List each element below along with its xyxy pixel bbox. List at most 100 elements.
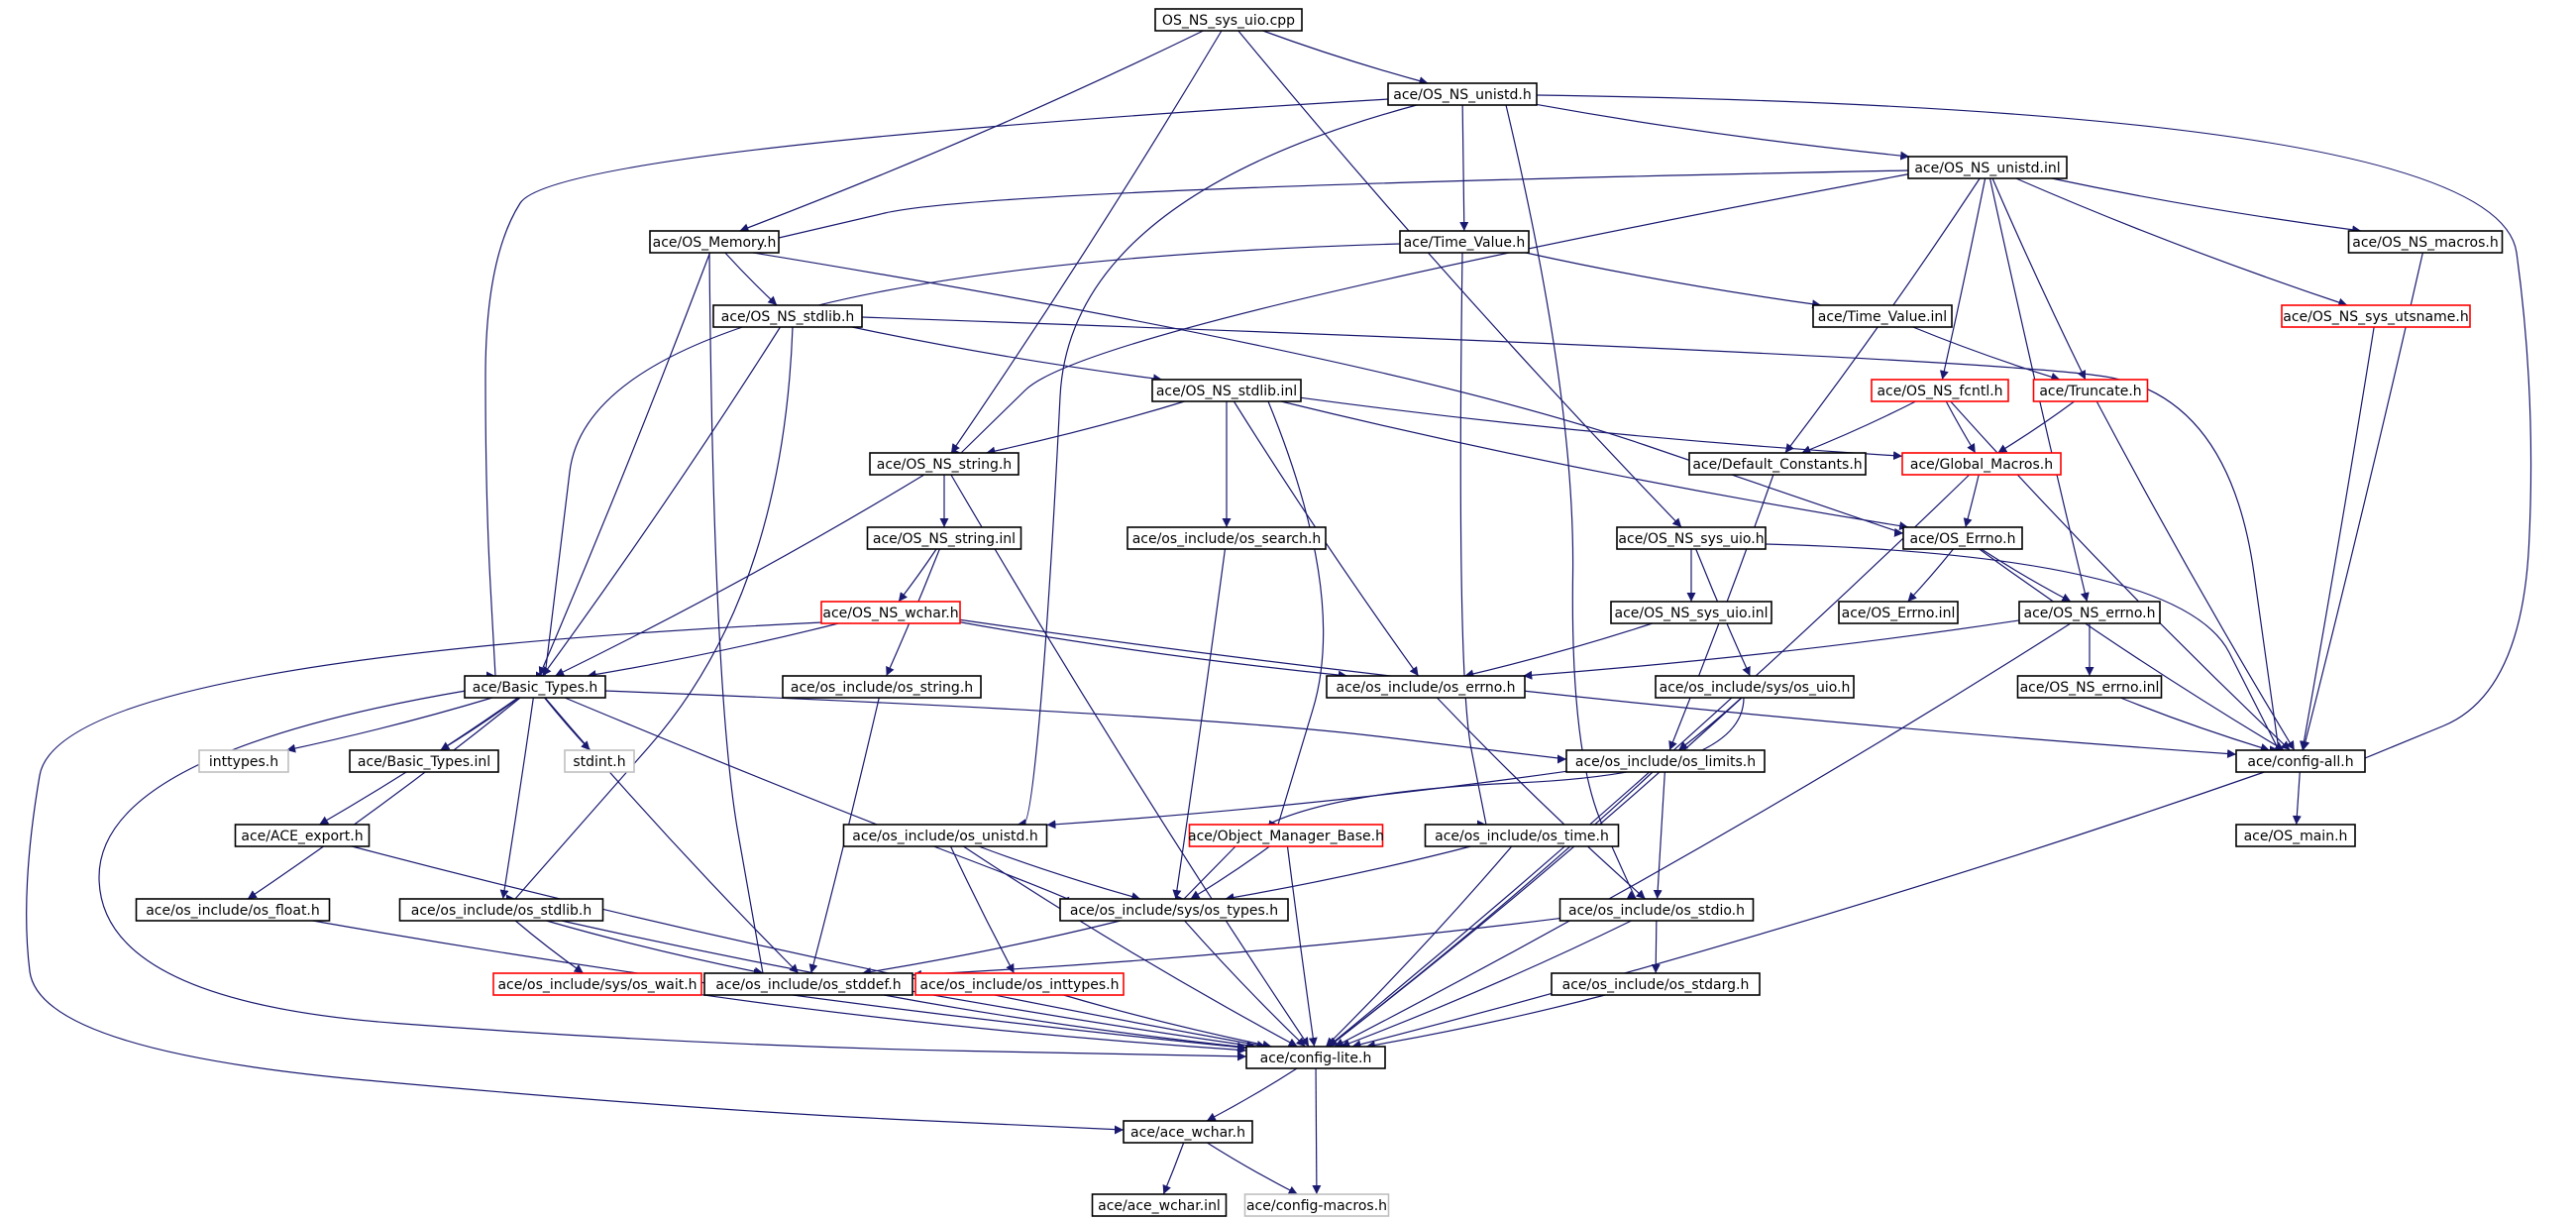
node-label: ace/OS_NS_errno.inl (2020, 680, 2160, 696)
edge-ace_wchar_h-to-config_macros_h (1206, 1142, 1298, 1195)
edge-sys_os_uio_h-to-sys_os_types_h (1183, 697, 1745, 900)
node-ns-errno-h[interactable]: ace/OS_NS_errno.h (2018, 601, 2161, 624)
node-config-all-h[interactable]: ace/config-all.h (2235, 749, 2366, 773)
node-os-time-h[interactable]: ace/os_include/os_time.h (1424, 824, 1620, 847)
node-os-inttypes-h[interactable]: ace/os_include/os_inttypes.h (914, 972, 1125, 996)
edge-stdlib_h-to-os_stdlib_h (514, 326, 794, 900)
node-os-errno-h[interactable]: ace/os_include/os_errno.h (1326, 675, 1526, 699)
node-config-macros-h[interactable]: ace/config-macros.h (1243, 1193, 1390, 1217)
node-basic-types-h[interactable]: ace/Basic_Types.h (464, 675, 606, 699)
node-os-search-h[interactable]: ace/os_include/os_search.h (1127, 526, 1327, 550)
node-box (1907, 156, 2068, 179)
node-unistd-h[interactable]: ace/OS_NS_unistd.h (1387, 82, 1538, 106)
node-stdint-h[interactable]: stdint.h (564, 749, 635, 773)
node-memory-h[interactable]: ace/OS_Memory.h (649, 230, 780, 254)
node-box (1565, 749, 1766, 773)
edge-os_stdlib_h-to-os_stddef_h (546, 920, 764, 976)
node-os-stddef-h[interactable]: ace/os_include/os_stddef.h (703, 972, 913, 996)
node-box (712, 304, 863, 328)
node-box (1871, 379, 2009, 402)
edge-stdlib_h-to-basic_types_h (542, 326, 782, 677)
node-string-inl[interactable]: ace/OS_NS_string.inl (866, 526, 1022, 550)
node-ace-wchar-inl[interactable]: ace/ace_wchar.inl (1091, 1193, 1228, 1217)
node-label: ace/OS_NS_wchar.h (822, 606, 958, 621)
node-inttypes-h[interactable]: inttypes.h (198, 749, 289, 773)
node-truncate-h[interactable]: ace/Truncate.h (2032, 379, 2149, 402)
node-os-float-h[interactable]: ace/os_include/os_float.h (135, 898, 331, 922)
node-root[interactable]: OS_NS_sys_uio.cpp (1154, 8, 1303, 32)
edge-sys_os_types_h-to-config_lite_h (1184, 920, 1306, 1048)
node-label: ace/os_include/os_float.h (146, 903, 320, 919)
edge-memory_h-to-stdlib_h (724, 252, 778, 306)
node-box (1616, 526, 1767, 550)
node-label: ace/Object_Manager_Base.h (1188, 829, 1384, 844)
node-ace-export-h[interactable]: ace/ACE_export.h (234, 824, 371, 847)
edge-sys_os_uio_h-to-os_limits_h (1677, 697, 1743, 751)
node-os-stdarg-h[interactable]: ace/os_include/os_stdarg.h (1551, 972, 1761, 996)
node-box (135, 898, 331, 922)
node-sys-os-wait-h[interactable]: ace/os_include/sys/os_wait.h (492, 972, 702, 996)
node-utsname-h[interactable]: ace/OS_NS_sys_utsname.h (2281, 304, 2471, 328)
nodes-layer: OS_NS_sys_uio.cpp ace/OS_NS_unistd.h ace/O… (135, 8, 2504, 1217)
node-string-h[interactable]: ace/OS_NS_string.h (869, 452, 1020, 476)
edge-time_value_h-to-time_value_inl (1525, 252, 1822, 309)
node-os-string-h[interactable]: ace/os_include/os_string.h (782, 675, 982, 699)
node-label: ace/OS_Errno.h (1910, 531, 2016, 547)
edge-os_limits_h-to-os_stdio_h (1653, 771, 1665, 900)
edge-unistd_h-to-time_value_h (1459, 104, 1469, 232)
node-box (1326, 675, 1526, 699)
node-global-macros-h[interactable]: ace/Global_Macros.h (1901, 452, 2062, 476)
edge-os_stdio_h-to-config_lite_h (1341, 920, 1632, 1048)
node-default-constants-h[interactable]: ace/Default_Constants.h (1688, 452, 1867, 476)
node-sys-uio-inl[interactable]: ace/OS_NS_sys_uio.inl (1610, 601, 1772, 624)
edge-stdlib_h-to-stdlib_inl (851, 326, 1163, 384)
node-time-value-h[interactable]: ace/Time_Value.h (1399, 230, 1530, 254)
node-box (914, 972, 1125, 996)
node-time-value-inl[interactable]: ace/Time_Value.inl (1812, 304, 1953, 328)
node-config-lite-h[interactable]: ace/config-lite.h (1245, 1046, 1386, 1069)
node-basic-types-inl[interactable]: ace/Basic_Types.inl (349, 749, 499, 773)
edge-basic_types_h-to-os_stdlib_h (499, 697, 534, 900)
node-fcntl-h[interactable]: ace/OS_NS_fcntl.h (1871, 379, 2009, 402)
edge-basic_types_h-to-inttypes_h (285, 697, 493, 753)
node-label: OS_NS_sys_uio.cpp (1162, 13, 1295, 29)
edge-os_unistd_h-to-sys_os_types_h (978, 845, 1141, 901)
node-macros-h[interactable]: ace/OS_NS_macros.h (2347, 230, 2504, 254)
edge-wchar_h-to-ace_wchar_h (26, 621, 1125, 1135)
node-os-errno-inl[interactable]: ace/OS_Errno.inl (1838, 601, 1959, 624)
edge-os_errno_h-to-os_stdio_h (1436, 697, 1647, 900)
node-os-limits-h[interactable]: ace/os_include/os_limits.h (1565, 749, 1766, 773)
node-box (564, 749, 635, 773)
node-wchar-h[interactable]: ace/OS_NS_wchar.h (820, 601, 961, 624)
edge-unistd_h-to-unistd_inl (1536, 103, 1910, 161)
edge-os_unistd_h-to-config_lite_h (963, 845, 1298, 1048)
node-sys-os-types-h[interactable]: ace/os_include/sys/os_types.h (1059, 898, 1289, 922)
edge-basic_types_h-to-os_float_h (247, 697, 521, 900)
node-stdlib-inl[interactable]: ace/OS_NS_stdlib.inl (1151, 379, 1302, 402)
node-box (464, 675, 606, 699)
node-sys-uio-h[interactable]: ace/OS_NS_sys_uio.h (1616, 526, 1767, 550)
node-os-errno-ace-h[interactable]: ace/OS_Errno.h (1902, 526, 2023, 550)
node-ace-wchar-h[interactable]: ace/ace_wchar.h (1123, 1120, 1253, 1144)
node-obj-mgr-h[interactable]: ace/Object_Manager_Base.h (1188, 824, 1384, 847)
edge-fcntl_h-to-global_macros_h (1945, 400, 1977, 454)
edge-os_stdio_h-to-os_stdarg_h (1651, 920, 1661, 974)
node-os-main-h[interactable]: ace/OS_main.h (2235, 824, 2356, 847)
node-unistd-inl[interactable]: ace/OS_NS_unistd.inl (1907, 156, 2068, 179)
edge-root-to-memory_h (739, 30, 1204, 232)
node-box (2032, 379, 2149, 402)
node-os-unistd-h[interactable]: ace/os_include/os_unistd.h (842, 824, 1048, 847)
node-os-stdio-h[interactable]: ace/os_include/os_stdio.h (1558, 898, 1755, 922)
node-box (1151, 379, 1302, 402)
node-stdlib-h[interactable]: ace/OS_NS_stdlib.h (712, 304, 863, 328)
edge-time_value_h-to-os_time_h (1459, 252, 1489, 826)
edge-root-to-sys_uio_h (1237, 30, 1682, 528)
edge-utsname_h-to-config_all_h (2300, 326, 2375, 751)
node-label: ace/os_include/os_errno.h (1337, 680, 1516, 696)
edge-string_h-to-basic_types_h (554, 474, 925, 677)
node-os-stdlib-h[interactable]: ace/os_include/os_stdlib.h (398, 898, 604, 922)
node-sys-os-uio-h[interactable]: ace/os_include/sys/os_uio.h (1655, 675, 1855, 699)
node-box (1558, 898, 1755, 922)
node-ns-errno-inl[interactable]: ace/OS_NS_errno.inl (2016, 675, 2163, 699)
node-label: ace/OS_main.h (2244, 829, 2348, 844)
